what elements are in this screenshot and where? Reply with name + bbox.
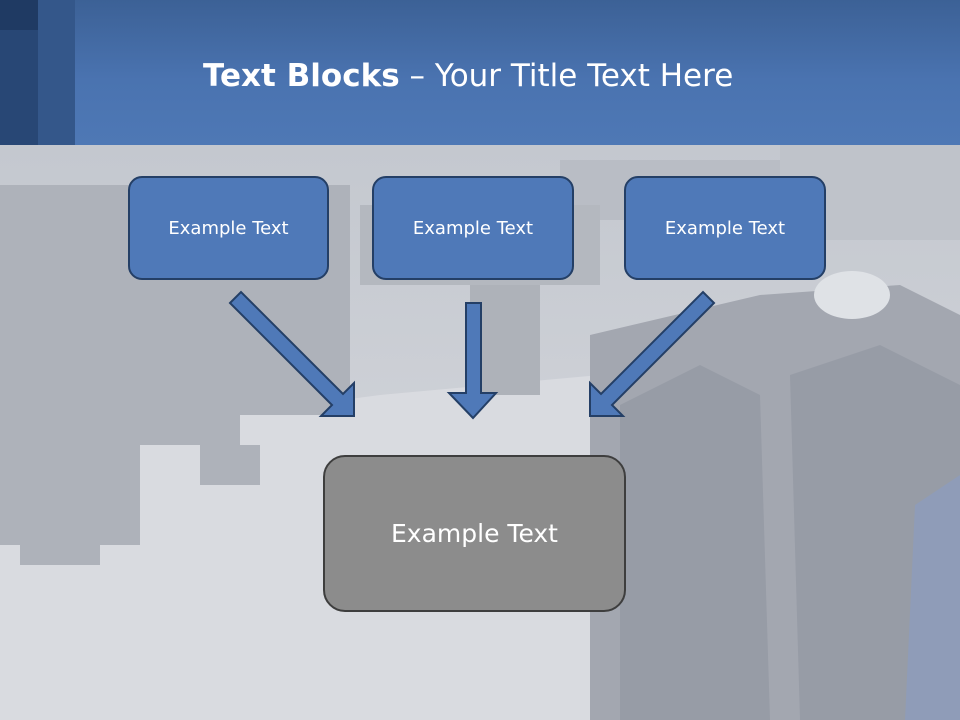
title-rest: Your Title Text Here — [434, 58, 734, 94]
text-block-2[interactable]: Example Text — [372, 176, 574, 280]
text-block-label: Example Text — [412, 217, 534, 239]
target-block-label: Example Text — [391, 519, 558, 548]
text-block-3[interactable]: Example Text — [624, 176, 826, 280]
target-block[interactable]: Example Text — [323, 455, 626, 612]
header-accent-block — [0, 0, 38, 30]
header-band: Text Blocks – Your Title Text Here — [0, 0, 960, 145]
title-bold: Text Blocks — [203, 58, 400, 94]
slide-title[interactable]: Text Blocks – Your Title Text Here — [203, 54, 733, 98]
text-block-1[interactable]: Example Text — [128, 176, 329, 280]
text-block-label: Example Text — [168, 217, 289, 239]
title-dash: – — [399, 58, 435, 94]
text-block-label: Example Text — [664, 217, 786, 239]
header-accent-block — [38, 0, 75, 145]
